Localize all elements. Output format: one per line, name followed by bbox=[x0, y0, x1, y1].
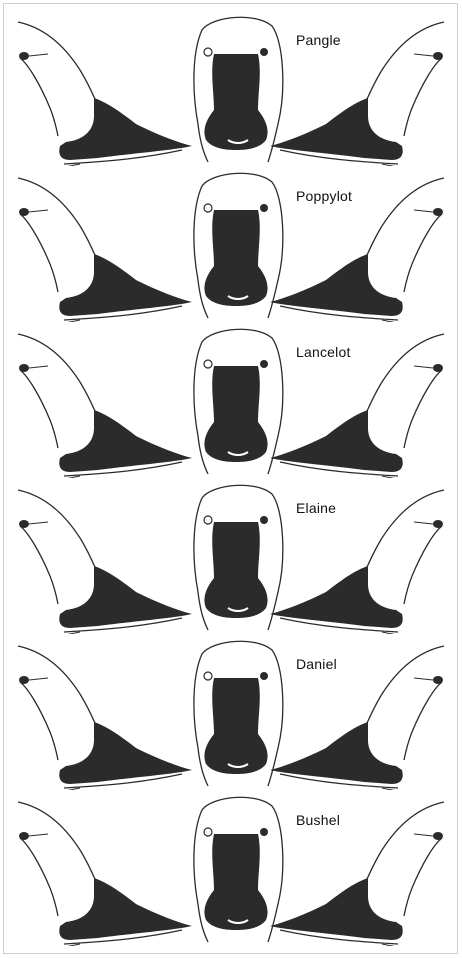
left-profile-drawing bbox=[18, 178, 192, 322]
swan-name-label: Lancelot bbox=[296, 344, 351, 360]
swan-row-lancelot: Lancelot bbox=[0, 320, 462, 478]
swan-head-drawings bbox=[0, 8, 462, 166]
swan-head-drawings bbox=[0, 476, 462, 634]
swan-name-label: Pangle bbox=[296, 32, 341, 48]
left-profile-drawing bbox=[18, 490, 192, 634]
swan-head-drawings bbox=[0, 788, 462, 946]
front-view-drawing bbox=[194, 641, 283, 786]
left-profile-drawing bbox=[18, 22, 192, 166]
swan-name-label: Poppylot bbox=[296, 188, 352, 204]
swan-head-drawings bbox=[0, 320, 462, 478]
swan-name-label: Elaine bbox=[296, 500, 336, 516]
swan-row-pangle: Pangle bbox=[0, 8, 462, 166]
left-profile-drawing bbox=[18, 334, 192, 478]
swan-row-elaine: Elaine bbox=[0, 476, 462, 634]
front-view-drawing bbox=[194, 17, 283, 162]
swan-head-drawings bbox=[0, 164, 462, 322]
swan-name-label: Bushel bbox=[296, 812, 340, 828]
front-view-drawing bbox=[194, 485, 283, 630]
swan-name-label: Daniel bbox=[296, 656, 337, 672]
left-profile-drawing bbox=[18, 646, 192, 790]
swan-row-poppylot: Poppylot bbox=[0, 164, 462, 322]
swan-row-daniel: Daniel bbox=[0, 632, 462, 790]
left-profile-drawing bbox=[18, 802, 192, 946]
front-view-drawing bbox=[194, 797, 283, 942]
swan-head-drawings bbox=[0, 632, 462, 790]
swan-row-bushel: Bushel bbox=[0, 788, 462, 946]
front-view-drawing bbox=[194, 329, 283, 474]
front-view-drawing bbox=[194, 173, 283, 318]
